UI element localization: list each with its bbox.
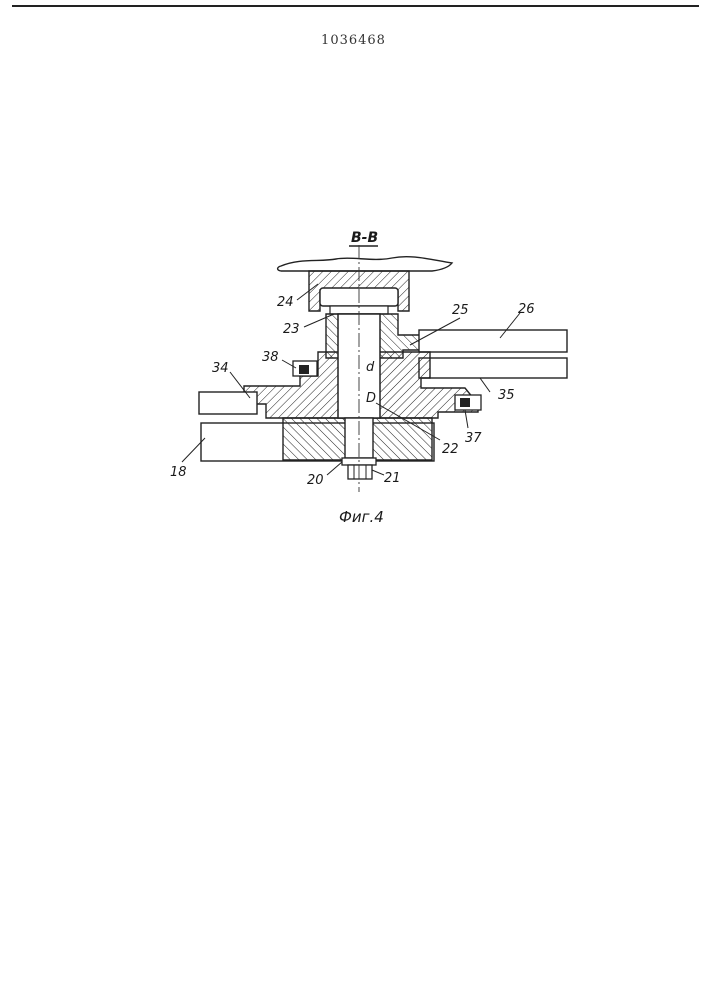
part-21-nut	[348, 465, 372, 479]
dimension-label-D: D	[366, 391, 376, 406]
part-label-18: 18	[170, 465, 187, 480]
table-top-cap	[278, 257, 452, 271]
figure-caption: Фиг.4	[339, 508, 384, 526]
section-label: В-В	[351, 230, 378, 246]
part-label-26: 26	[518, 302, 535, 317]
part-label-24: 24	[277, 295, 294, 310]
part-label-20: 20	[307, 473, 324, 488]
part-label-34: 34	[212, 361, 229, 376]
part-label-25: 25	[452, 303, 469, 318]
part-label-23: 23	[283, 322, 300, 337]
part-label-21: 21	[384, 471, 401, 486]
part-label-35: 35	[498, 388, 515, 403]
part-37-fitting	[455, 395, 481, 410]
dimension-label-d: d	[366, 360, 375, 375]
part-label-38: 38	[262, 350, 279, 365]
part-26-arm	[419, 330, 567, 352]
part-label-37: 37	[465, 431, 482, 446]
part-35-arm	[419, 358, 567, 378]
part-38-fitting	[293, 361, 317, 376]
part-label-22: 22	[442, 442, 459, 457]
